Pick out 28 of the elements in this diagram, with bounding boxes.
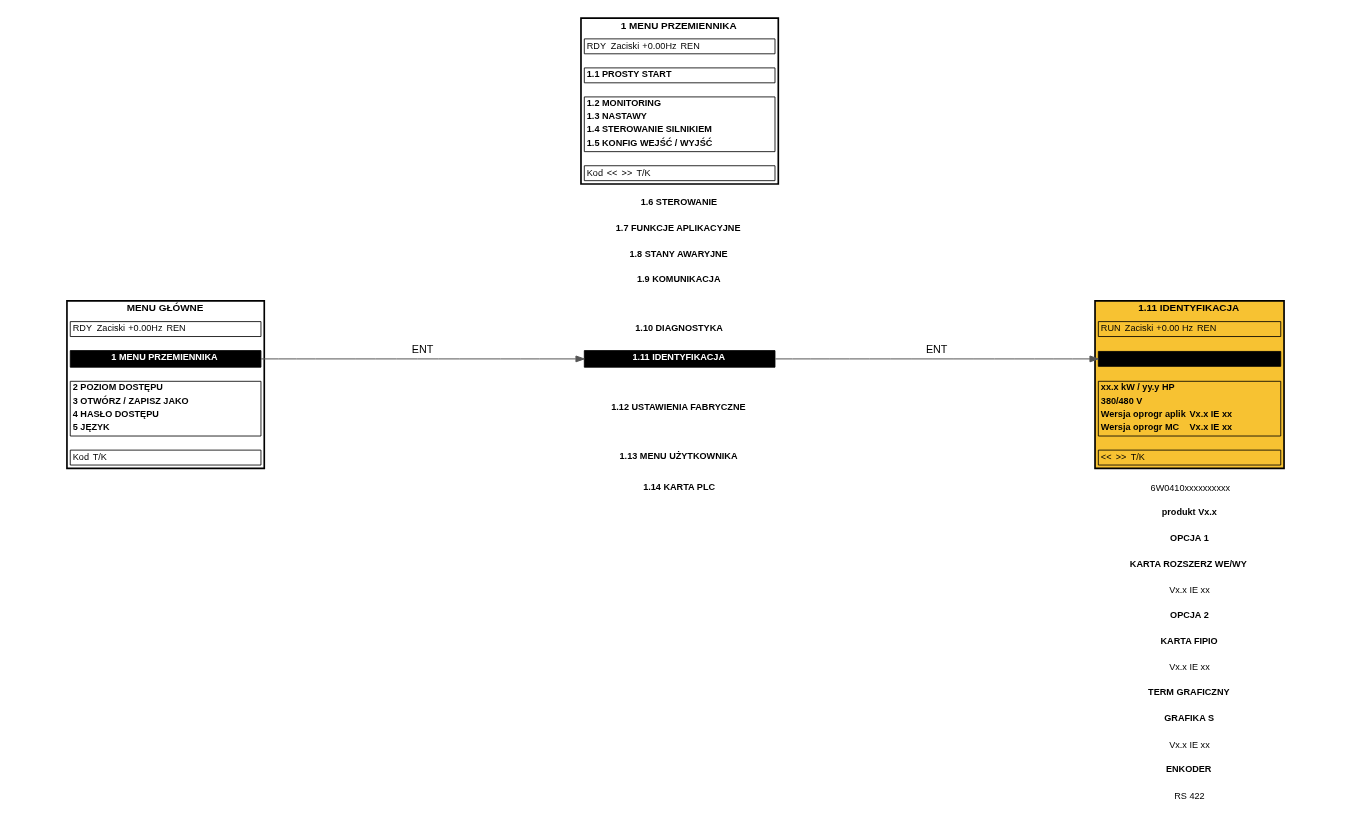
label: OPCJA 2 [1169,610,1209,621]
label: 6W0410xxxxxxxxxx [1150,482,1230,493]
label: Vx.x IE xx [1168,739,1210,750]
edge-label: ENT [411,343,433,356]
arrow [774,355,1099,363]
label: 1.7 FUNKCJE APLIKACYJNE [615,223,741,234]
label: 1.10 DIAGNOSTYKA [634,322,723,333]
label: TERM GRAFICZNY [1147,687,1230,698]
node-box: 1.11 IDENTYFIKACJA [583,350,775,368]
label: RS 422 [1173,790,1205,801]
label: 1.6 STEROWANIE [640,197,717,208]
node-bar [1097,351,1281,367]
label: 1.12 USTAWIENIA FABRYCZNE [610,402,746,413]
label: 1.13 MENU UŻYTKOWNIKA [619,451,737,462]
label: OPCJA 1 [1169,533,1209,544]
edge-label: ENT [925,343,947,356]
label: KARTA ROZSZERZ WE/WY [1129,558,1247,569]
label: 1.8 STANY AWARYJNE [628,248,728,259]
arrow [260,355,585,363]
node-box: 1 MENU PRZEMIENNIKA [69,350,261,368]
label: 1.14 KARTA PLC [642,481,715,492]
label: ENKODER [1165,764,1211,775]
label: GRAFIKA S [1163,713,1214,724]
label: Vx.x IE xx [1168,662,1210,673]
label: produkt Vx.x [1161,507,1217,518]
label: Vx.x IE xx [1168,585,1210,596]
label: KARTA FIPIO [1160,635,1218,646]
label: 1.9 KOMUNIKACJA [636,274,720,285]
